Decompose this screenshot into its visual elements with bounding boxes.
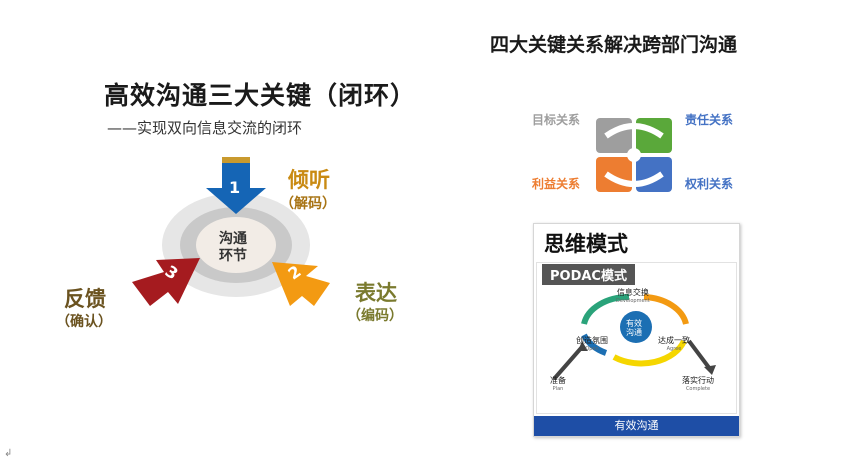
arrow-2-express	[272, 262, 330, 306]
cycle-center-line-2: 沟通	[626, 328, 642, 337]
cycle-center-line-1: 有效	[626, 319, 642, 328]
relation-goal: 目标关系	[532, 113, 581, 127]
main-subtitle: ——实现双向信息交流的闭环	[107, 119, 303, 137]
four-relations-graphic	[596, 118, 672, 192]
listen-label: 倾听	[288, 168, 330, 192]
step-open-cn: 创造氛围	[576, 336, 608, 345]
card-title: 思维模式	[544, 232, 628, 256]
return-mark-icon: ↲	[4, 448, 13, 459]
podac-card: 思维模式 PODAC模式 有效 沟通 信息交换 Development 创造氛围…	[533, 223, 740, 437]
podac-tag: PODAC模式	[542, 264, 635, 285]
step-agree-en: Agree	[666, 346, 682, 352]
step-complete-cn: 落实行动	[682, 376, 714, 385]
quad-blue	[636, 157, 672, 192]
center-circle	[620, 311, 652, 343]
arrow-3-feedback	[132, 258, 200, 306]
express-sublabel: （编码）	[347, 308, 403, 324]
relation-responsibility: 责任关系	[685, 113, 734, 127]
express-label: 表达	[355, 281, 397, 305]
center-line-2: 环节	[219, 248, 247, 264]
step-open-en: Open	[585, 346, 599, 352]
step-plan-en: Plan	[552, 386, 564, 392]
center-disc	[196, 217, 276, 273]
relation-interest: 利益关系	[532, 177, 581, 191]
step-agree: 达成一致 Agree	[658, 336, 690, 354]
feedback-label: 反馈	[64, 287, 106, 311]
step-complete: 落实行动 Complete	[682, 376, 714, 394]
card-footer: 有效沟通	[534, 416, 739, 436]
main-title: 高效沟通三大关键（闭环）	[104, 81, 417, 110]
listen-sublabel: （解码）	[280, 196, 336, 212]
step-plan: 准备 Plan	[550, 376, 566, 394]
card-inner-panel	[536, 262, 737, 414]
cycle-center-label: 有效 沟通	[626, 319, 642, 337]
step-open: 创造氛围 Open	[576, 336, 608, 354]
arrow-1-listen	[206, 157, 266, 214]
step-info: 信息交换 Development	[616, 288, 650, 306]
center-line-1: 沟通	[219, 231, 247, 247]
arrow-1-number: 1	[229, 178, 241, 197]
step-plan-cn: 准备	[550, 376, 566, 385]
relations-title: 四大关键关系解决跨部门沟通	[490, 34, 738, 56]
quad-gray	[596, 118, 632, 153]
step-info-cn: 信息交换	[616, 288, 649, 297]
step-agree-cn: 达成一致	[658, 336, 690, 345]
feedback-sublabel: （确认）	[56, 314, 112, 330]
relation-rights: 权利关系	[685, 177, 734, 191]
quad-green	[636, 118, 672, 153]
center-label: 沟通 环节	[219, 231, 247, 265]
step-info-en: Development	[616, 298, 650, 304]
quad-orange	[596, 157, 632, 192]
podac-cycle	[552, 293, 716, 381]
step-complete-en: Complete	[685, 386, 711, 392]
